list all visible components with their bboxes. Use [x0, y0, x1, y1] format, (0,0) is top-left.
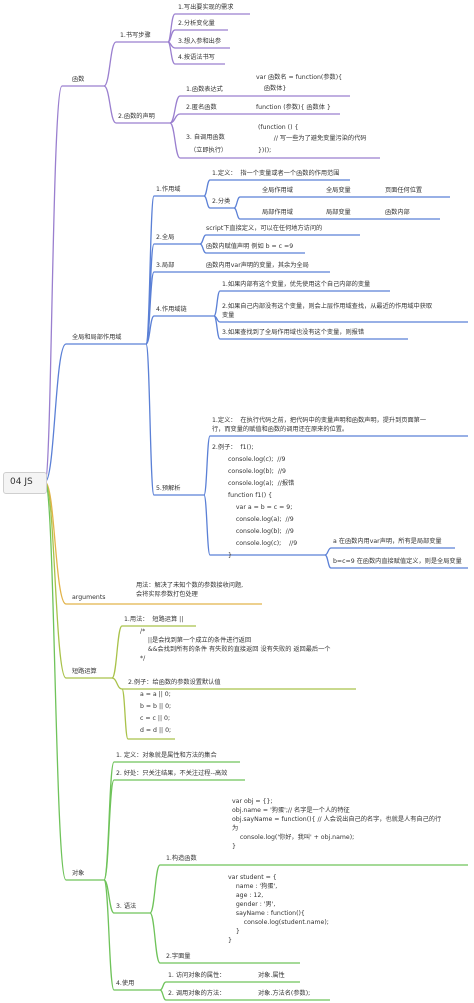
global-item-2: 函数内赋值声明 例如 b = c =9	[206, 243, 294, 250]
node-constructor[interactable]: 1.构造函数	[166, 855, 197, 862]
node-step-2[interactable]: 2.分析变化量	[178, 20, 215, 27]
hoisting-code-9: }	[228, 552, 232, 559]
shortcircuit-example-label[interactable]: 2.例子：给函数的参数设置默认值	[128, 679, 221, 686]
hoisting-code-7: console.log(b); //9	[228, 528, 294, 535]
access-prop-label[interactable]: 1. 访问对象的属性：	[168, 972, 226, 979]
hoisting-code-2: console.log(b); //9	[228, 468, 286, 475]
kind-cell-1-1: 局部变量	[326, 209, 351, 216]
scope-definition: 1.定义： 指一个变量或者一个函数的作用范围	[212, 170, 340, 177]
shortcircuit-usage[interactable]: 1.用法： 短路运算 ||	[124, 616, 184, 623]
branch-scope-lines	[44, 179, 468, 569]
shortcircuit-code-4: d = d || 0;	[140, 727, 172, 734]
root-label: 04 JS	[10, 477, 33, 487]
hoisting-example-label[interactable]: 2.例子： f1();	[212, 444, 254, 451]
root-node[interactable]	[3, 472, 47, 494]
hoisting-code-8: console.log(c); //9	[228, 540, 298, 547]
iife-code-3: })();	[258, 147, 272, 154]
hoisting-note-2: b=c=9 在函数内直接赋值定义，则是全局变量	[333, 558, 462, 565]
kind-cell-1-0: 局部作用域	[262, 209, 293, 216]
kind-cell-0-2: 页面任何位置	[385, 187, 423, 194]
constructor-code: var obj = {}; obj.name = '狗蛋';// 名字是一个人的…	[232, 798, 442, 850]
node-step-4[interactable]: 4.按语法书写	[178, 54, 215, 61]
kind-cell-0-0: 全局作用域	[262, 187, 293, 194]
iife-code-1: (function () {	[258, 124, 299, 131]
node-literal[interactable]: 2.字面量	[166, 953, 191, 960]
branch-shortcircuit-lines	[44, 481, 356, 740]
anon-func-code: function (参数){ 函数体 }	[256, 104, 331, 111]
shortcircuit-code-2: b = b || 0;	[140, 703, 172, 710]
hoisting-note-1: a 在函数内用var声明，所有是局部变量	[333, 538, 442, 545]
call-method-value: 对象.方法名(参数);	[258, 990, 311, 997]
node-scope-def[interactable]: 1.作用域	[156, 186, 181, 193]
node-object-usage[interactable]: 4.使用	[116, 980, 135, 987]
iife-code-2: // 写一些为了避免变量污染的代码	[258, 135, 367, 142]
node-local[interactable]: 3.局部	[156, 262, 175, 269]
node-global[interactable]: 2.全局	[156, 234, 175, 241]
shortcircuit-code-3: c = c || 0;	[140, 715, 171, 722]
node-functions[interactable]: 函数	[72, 76, 85, 83]
chain-item-1: 1.如果内部有这个变量，优先使用这个自己内部的变量	[222, 281, 371, 288]
chain-item-2: 2.如果自己内部没有这个变量，则会上层作用域查找，从最近的作用域中获取 变量	[222, 303, 433, 319]
hoisting-code-6: console.log(a); //9	[228, 516, 294, 523]
node-step-3[interactable]: 3.想入参和出参	[178, 38, 222, 45]
hoisting-code-5: var a = b = c = 9;	[228, 504, 293, 511]
func-expr-code-1: var 函数名 = function(参数){	[256, 74, 343, 81]
access-prop-value: 对象.属性	[258, 972, 285, 979]
hoisting-definition: 1.定义： 在执行代码之前，把代码中的变量声明和函数声明，提升到页面第一 行，而…	[212, 417, 427, 433]
node-object[interactable]: 对象	[72, 870, 85, 877]
node-object-syntax[interactable]: 3. 语法	[116, 903, 137, 910]
literal-code: var student = { name : '狗蛋', age : 12, g…	[228, 874, 329, 944]
hoisting-code-3: console.log(a); //报错	[228, 480, 295, 487]
node-anon-func[interactable]: 2.匿名函数	[186, 104, 217, 111]
object-benefit[interactable]: 2. 好处：只关注结果，不关注过程--高效	[116, 770, 228, 777]
node-step-1[interactable]: 1.写出要实现的需求	[178, 4, 234, 11]
func-expr-code-2: 函数体}	[256, 85, 287, 92]
node-declaration[interactable]: 2.函数的声明	[118, 113, 155, 120]
node-scope-kinds[interactable]: 2.分类	[212, 198, 231, 205]
hoisting-code-4: function f1() {	[228, 492, 273, 499]
node-hoisting[interactable]: 5.预解析	[156, 485, 181, 492]
node-shortcircuit[interactable]: 短路运算	[72, 668, 97, 675]
kind-cell-0-1: 全局变量	[326, 187, 351, 194]
branch-functions-lines	[44, 13, 380, 483]
shortcircuit-code-1: a = a || 0;	[140, 691, 171, 698]
local-text: 函数内用var声明的变量，其余为全局	[206, 262, 309, 269]
arguments-text: 用法：解决了未知个数的参数接收问题, 会将实际参数打包处理	[136, 582, 244, 598]
shortcircuit-comment: /* ||是会找到第一个成立的条件进行返回 &&会找到所有的条件 有失败的直接返…	[140, 628, 331, 662]
node-iife-2[interactable]: （立即执行）	[190, 147, 228, 154]
node-iife-1[interactable]: 3. 自调用函数	[186, 134, 225, 141]
kind-cell-1-2: 函数内部	[385, 209, 410, 216]
node-steps[interactable]: 1.书写步骤	[120, 32, 151, 39]
node-scope[interactable]: 全局和局部作用域	[72, 334, 122, 341]
chain-item-3: 3.如果查找到了全局作用域也没有这个变量，则报错	[222, 329, 365, 336]
global-item-1: script下直接定义，可以在任何地方访问的	[206, 225, 323, 232]
node-arguments[interactable]: arguments	[72, 594, 106, 601]
branch-object-lines	[44, 481, 468, 1001]
hoisting-code-1: console.log(c); //9	[228, 456, 286, 463]
object-definition[interactable]: 1. 定义：对象就是属性和方法的集合	[116, 752, 217, 759]
call-method-label[interactable]: 2. 调用对象的方法：	[168, 990, 226, 997]
node-func-expr[interactable]: 1.函数表达式	[186, 86, 223, 93]
node-scope-chain[interactable]: 4.作用域链	[156, 306, 187, 313]
